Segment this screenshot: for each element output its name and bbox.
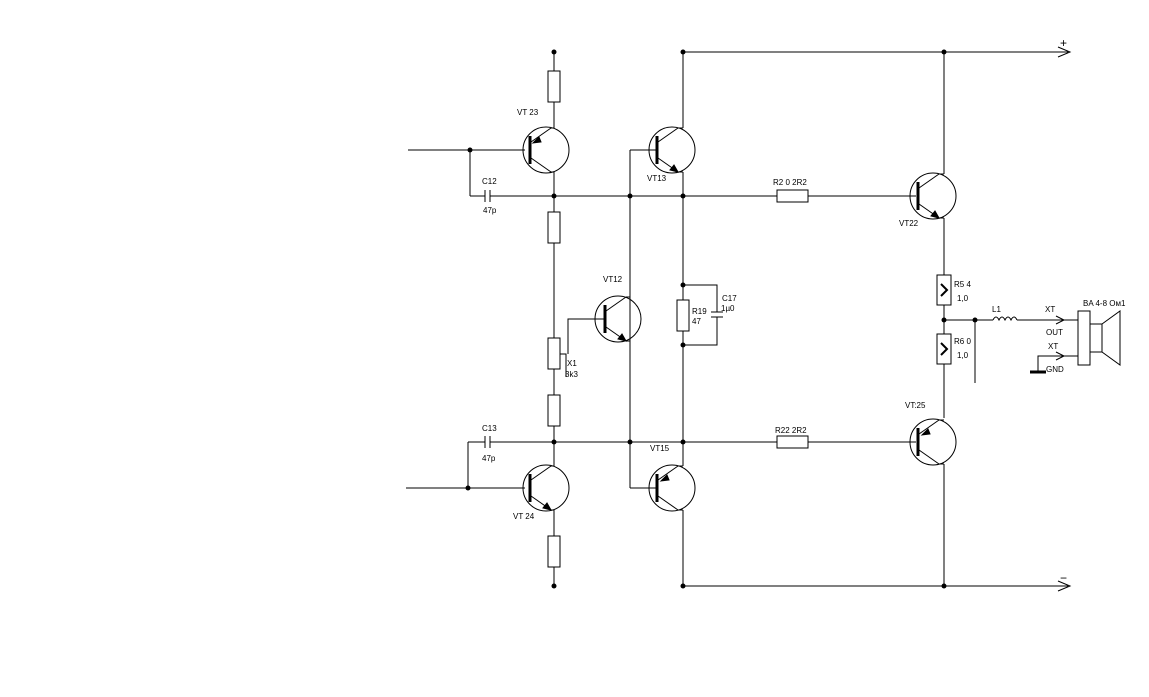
vt22-label: VT22 (899, 219, 919, 228)
r60-name: R6 0 (954, 337, 971, 346)
resistor-x1-potentiometer (547, 337, 561, 370)
c17-value: 1µ0 (721, 304, 735, 313)
x1-value: 3k3 (565, 370, 578, 379)
positive-rail (680, 46, 1072, 58)
resistor-r20 (776, 189, 809, 203)
vt13-label: VT13 (647, 174, 667, 183)
resistor-left-lower (547, 394, 561, 427)
c17-name: C17 (722, 294, 737, 303)
resistor-left-upper (547, 211, 561, 244)
c13-value: 47p (482, 454, 496, 463)
negative-rail-label: − (1060, 571, 1067, 585)
positive-rail-label: + (1060, 36, 1067, 50)
resistor-bottom-vt24 (547, 535, 561, 568)
resistor-r22 (776, 435, 809, 449)
r54-name: R5 4 (954, 280, 971, 289)
l1-label: L1 (992, 305, 1001, 314)
transistor-vt22 (909, 52, 957, 275)
speaker-icon (1064, 310, 1121, 366)
x1-name: X1 (567, 359, 577, 368)
c12-value: 47p (483, 206, 497, 215)
resistor-r60 (936, 333, 952, 365)
transistor-vt15 (630, 442, 696, 586)
inductor-l1 (992, 315, 1066, 325)
c12-name: C12 (482, 177, 497, 186)
transistor-vt13 (630, 52, 696, 285)
negative-rail (680, 580, 1072, 592)
r54-value: 1,0 (957, 294, 969, 303)
vt15-label: VT15 (650, 444, 670, 453)
r20-label: R2 0 2R2 (773, 178, 807, 187)
resistor-r54 (936, 274, 952, 306)
transistor-vt12 (567, 295, 642, 354)
resistor-r19 (676, 299, 690, 332)
r22-label: R22 2R2 (775, 426, 807, 435)
vt12-label: VT12 (603, 275, 623, 284)
r19-name: R19 (692, 307, 707, 316)
out-label: OUT (1046, 328, 1063, 337)
transistor-vt25 (909, 418, 957, 586)
capacitor-c12 (469, 150, 554, 202)
transistor-vt23 (522, 102, 570, 196)
capacitor-c17 (683, 284, 723, 346)
c13-name: C13 (482, 424, 497, 433)
speaker-label: BA 4-8 Ом1 (1083, 299, 1126, 308)
resistor-top-vt23 (547, 70, 561, 103)
xt-gnd-label: XT (1048, 342, 1058, 351)
capacitor-c13 (467, 436, 554, 488)
xt-out-label: XT (1045, 305, 1055, 314)
vt23-label: VT 23 (517, 108, 539, 117)
transistor-vt24 (522, 442, 570, 536)
gnd-label: GND (1046, 365, 1064, 374)
r60-value: 1,0 (957, 351, 969, 360)
vt24-label: VT 24 (513, 512, 535, 521)
r19-value: 47 (692, 317, 701, 326)
vt25-label: VT:25 (905, 401, 926, 410)
